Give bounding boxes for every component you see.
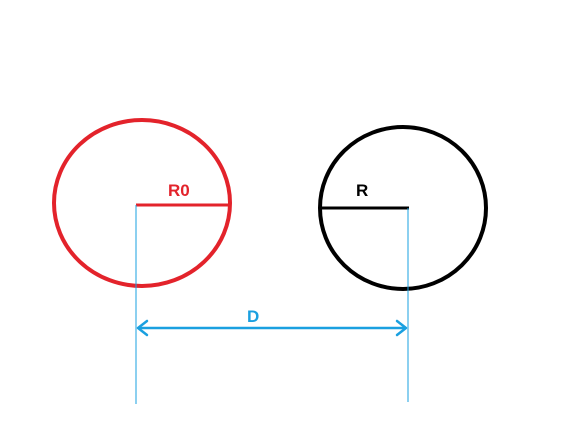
distance-group: D <box>135 205 409 404</box>
left-circle <box>52 118 232 288</box>
distance-arrowhead-right <box>395 319 408 337</box>
left-radius-label: R0 <box>168 181 190 200</box>
distance-arrowhead-left <box>136 319 149 337</box>
right-circle <box>318 125 488 291</box>
right-radius-label: R <box>356 181 368 200</box>
distance-label: D <box>247 307 259 326</box>
left-circle-group: R0 <box>52 118 232 288</box>
right-circle-group: R <box>318 125 488 291</box>
